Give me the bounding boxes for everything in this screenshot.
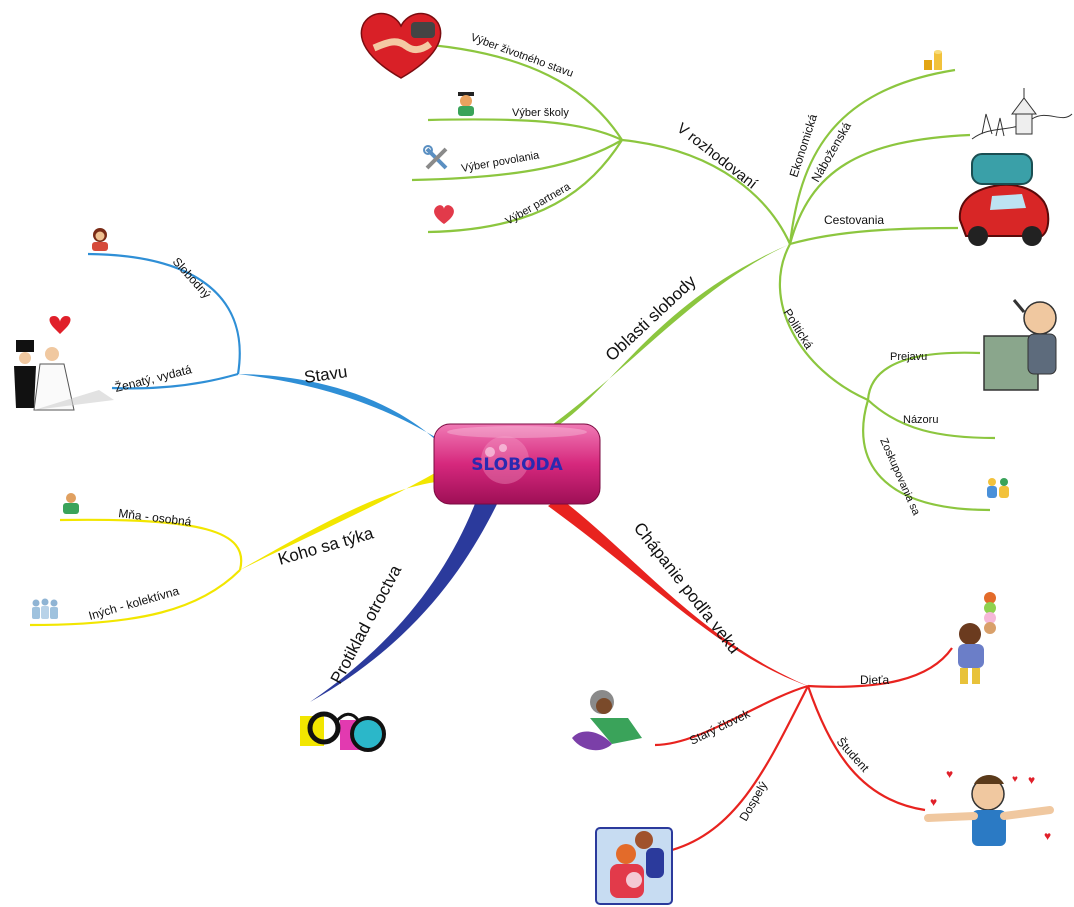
label-cestovania: Cestovania bbox=[824, 213, 884, 227]
label-item-zivotny-stav: Výber životného stavu bbox=[469, 32, 575, 80]
label-stary: Starý človek bbox=[687, 706, 753, 748]
label-inych: Iných - kolektívna bbox=[87, 584, 181, 623]
group-icon bbox=[987, 478, 1009, 498]
svg-text:♥: ♥ bbox=[930, 795, 937, 809]
church-icon bbox=[971, 88, 1073, 140]
red-subbranches bbox=[654, 647, 953, 852]
yellow-subbranches bbox=[29, 518, 243, 627]
coins-icon bbox=[924, 50, 942, 70]
family-icon bbox=[595, 827, 673, 905]
label-item-skola: Výber školy bbox=[512, 107, 569, 119]
center-node[interactable]: SLOBODA bbox=[433, 423, 601, 505]
main-branches bbox=[238, 244, 808, 702]
label-politicka: Politická bbox=[780, 306, 816, 352]
woman-icon bbox=[92, 228, 108, 251]
center-label: SLOBODA bbox=[471, 455, 563, 475]
label-protiklad: Protiklad otroctva bbox=[327, 562, 406, 687]
gears-icon bbox=[485, 444, 507, 457]
old-person-icon bbox=[572, 690, 642, 751]
branch-protiklad-line bbox=[310, 496, 500, 702]
label-chapanie: Chápanie podľa veku bbox=[630, 519, 744, 658]
speaker-icon bbox=[983, 299, 1057, 391]
svg-text:♥: ♥ bbox=[1044, 829, 1051, 843]
svg-text:♥: ♥ bbox=[1028, 773, 1035, 787]
handcuffs-icon bbox=[300, 711, 386, 752]
tools-icon bbox=[423, 145, 448, 170]
label-item-partner: Výber partnera bbox=[504, 180, 574, 227]
branch-stavu-line bbox=[238, 374, 448, 452]
heart-icon bbox=[434, 205, 454, 224]
label-stavu: Stavu bbox=[303, 362, 349, 387]
svg-text:♥: ♥ bbox=[946, 767, 953, 781]
heart-hands-icon bbox=[360, 12, 442, 79]
wedding-couple-icon bbox=[14, 316, 114, 411]
branch-oblasti-line bbox=[548, 244, 790, 428]
label-zenaty: Ženatý, vydatá bbox=[113, 361, 193, 395]
student-icon: ♥ ♥ ♥ ♥ ♥ bbox=[924, 767, 1054, 846]
car-icon bbox=[958, 153, 1050, 246]
label-mna: Mňa - osobná bbox=[118, 506, 193, 529]
svg-text:♥: ♥ bbox=[1012, 774, 1018, 785]
people-icon bbox=[32, 598, 58, 619]
blue-subbranches bbox=[87, 252, 241, 390]
branch-chapanie-line bbox=[548, 498, 808, 686]
label-nazoru: Názoru bbox=[903, 414, 938, 426]
label-rozhodovani: V rozhodovaní bbox=[674, 120, 761, 193]
label-slobodny: Slobodný bbox=[170, 255, 214, 302]
label-dieta: Dieťa bbox=[860, 673, 890, 687]
person-icon bbox=[63, 493, 79, 514]
label-prejavu: Prejavu bbox=[890, 351, 927, 363]
child-icecream-icon bbox=[958, 592, 996, 684]
branch-koho-line bbox=[240, 470, 440, 570]
graduate-icon bbox=[458, 92, 474, 116]
label-oblasti: Oblasti slobody bbox=[602, 271, 700, 365]
label-zoskupovania: Zoskupovania sa bbox=[877, 436, 922, 518]
label-koho: Koho sa týka bbox=[276, 523, 376, 569]
green-subbranches bbox=[404, 41, 996, 512]
